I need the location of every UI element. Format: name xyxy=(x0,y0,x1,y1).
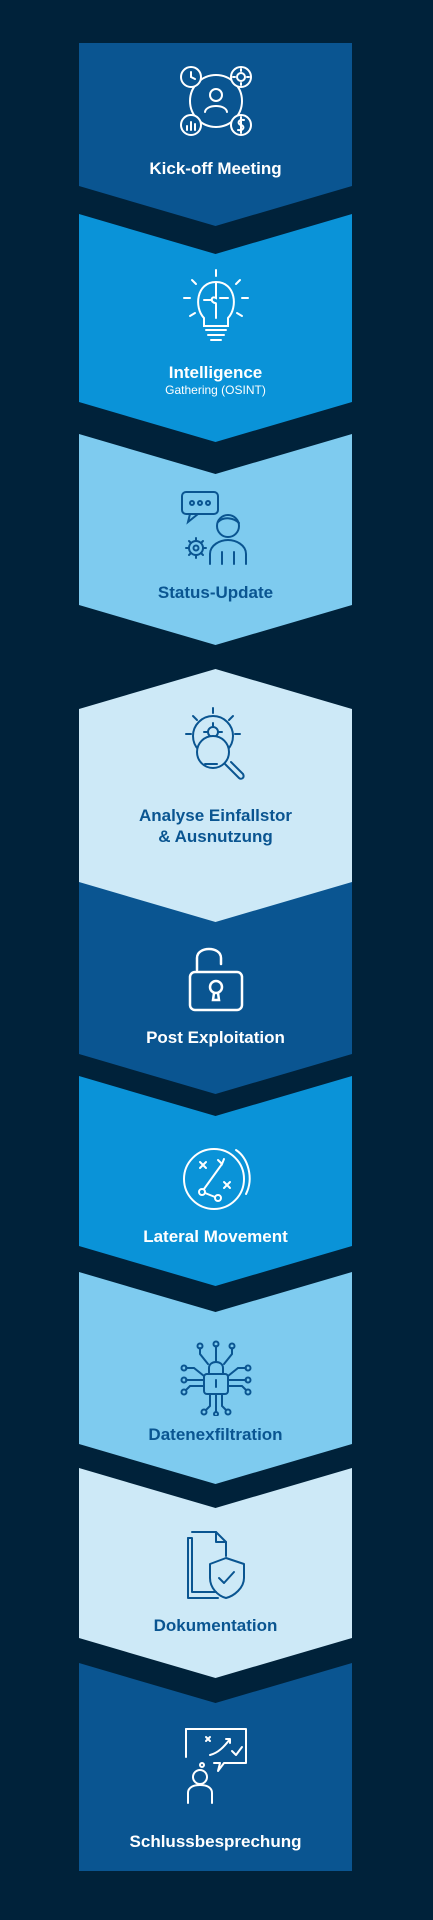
step-title-line2: & Ausnutzung xyxy=(158,827,273,846)
step-shape xyxy=(79,882,352,1094)
step-title: Post Exploitation xyxy=(146,1028,285,1047)
step-shape xyxy=(79,43,352,226)
step-shape xyxy=(79,1076,352,1286)
step-shape xyxy=(79,669,352,923)
chat-person-gear-icon xyxy=(180,490,252,566)
step-title-main: Intelligence xyxy=(168,363,263,382)
step-title: Lateral Movement xyxy=(143,1227,288,1246)
step-post: Post Exploitation xyxy=(79,882,352,1094)
step-subtitle: Gathering (OSINT) xyxy=(165,383,266,397)
step-title: Intelligence Gathering (OSINT) xyxy=(79,362,352,398)
step-title: Schlussbesprechung xyxy=(129,1832,302,1851)
step-title: Analyse Einfallstor & Ausnutzung xyxy=(79,805,352,847)
bulb-magnifier-icon xyxy=(183,706,249,782)
circuit-lock-icon xyxy=(178,1340,254,1416)
step-shape xyxy=(79,214,352,442)
step-kickoff: Kick-off Meeting xyxy=(79,43,352,226)
step-title: Status-Update xyxy=(157,583,274,602)
step-status: Status-Update xyxy=(79,434,352,645)
step-exfil: Datenexfiltration xyxy=(79,1272,352,1484)
step-schluss: Schlussbesprechung xyxy=(79,1663,352,1871)
step-lateral: Lateral Movement xyxy=(79,1076,352,1286)
unlock-padlock-icon xyxy=(187,942,245,1014)
puzzle-bulb-icon xyxy=(180,268,252,342)
step-shape xyxy=(79,1272,352,1484)
step-shape xyxy=(79,1468,352,1678)
step-title: Dokumentation xyxy=(153,1616,278,1635)
step-doku: Dokumentation xyxy=(79,1468,352,1678)
meeting-roles-icon xyxy=(178,64,254,138)
step-title-line1: Analyse Einfallstor xyxy=(138,806,293,825)
tactics-diagram-icon xyxy=(178,1142,254,1216)
step-shape xyxy=(79,434,352,645)
step-title: Kick-off Meeting xyxy=(149,159,282,178)
step-analyse: Analyse Einfallstor & Ausnutzung xyxy=(79,669,352,923)
step-intelligence: Intelligence Gathering (OSINT) xyxy=(79,214,352,442)
step-title: Datenexfiltration xyxy=(148,1425,283,1444)
shield-document-icon xyxy=(184,1528,248,1602)
step-shape xyxy=(79,1663,352,1871)
strategy-presenter-icon xyxy=(184,1727,248,1805)
